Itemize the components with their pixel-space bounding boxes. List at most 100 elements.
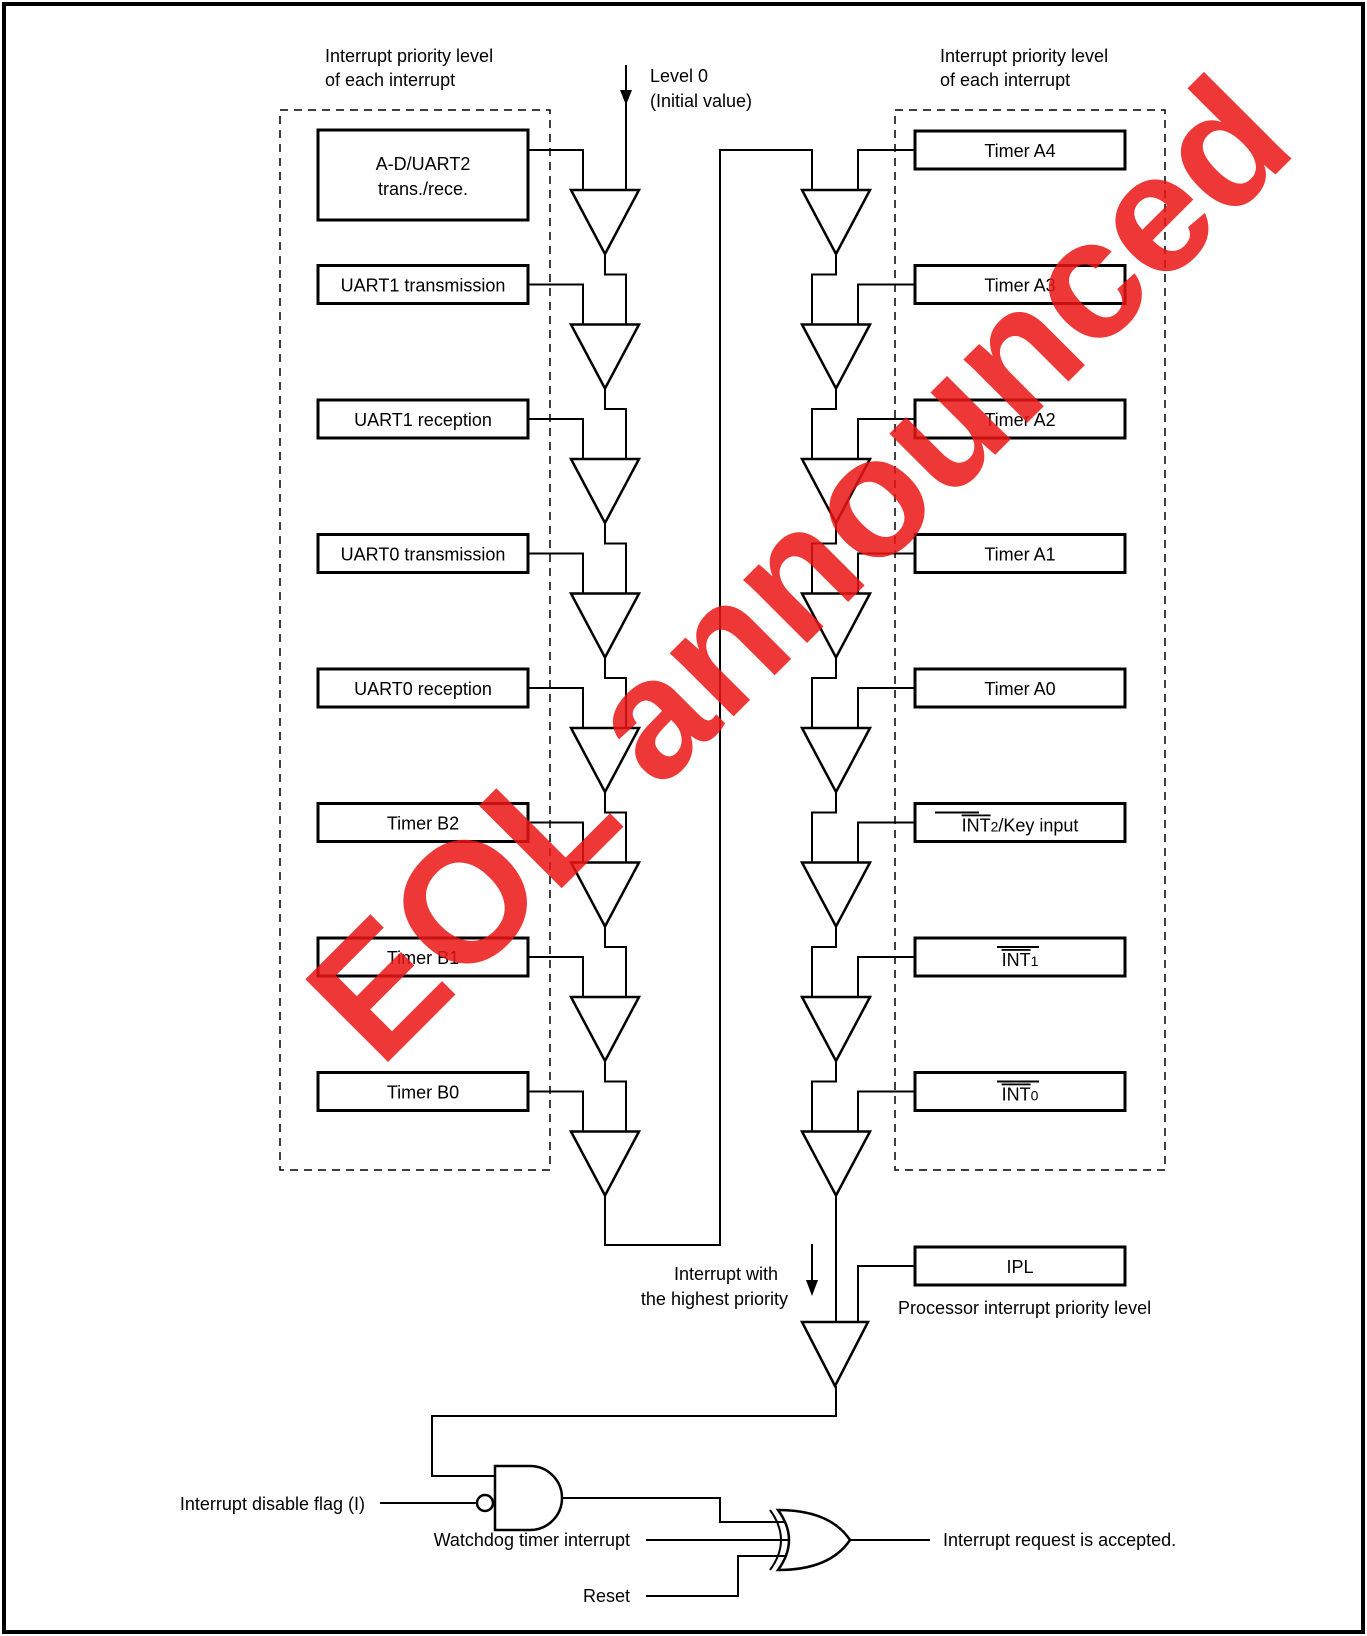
left-source-box xyxy=(316,398,530,440)
int-sub-label: 1 xyxy=(1031,953,1039,969)
right-input-wire xyxy=(857,149,915,190)
right-comparator xyxy=(799,861,873,930)
left-comparator xyxy=(568,861,642,930)
ipl-caption: Processor interrupt priority level xyxy=(898,1298,1151,1318)
right-input-wire xyxy=(857,1090,915,1132)
right-source-box xyxy=(913,533,1127,574)
level0-arrow-icon xyxy=(620,90,632,105)
reset-label: Reset xyxy=(583,1586,630,1606)
right-input-wire xyxy=(857,956,915,997)
left-source-label-line2: trans./rece. xyxy=(378,179,468,199)
inverter-bubble-icon xyxy=(475,1493,495,1513)
and-input-wire xyxy=(431,1386,837,1477)
right-chain: Timer A4 Timer A3 Timer A2 Timer A1 Timer A0… xyxy=(799,129,1127,1199)
int-sub-label: 2 xyxy=(991,819,999,835)
right-source-label: Timer A1 xyxy=(984,545,1055,565)
and-output-wire xyxy=(562,1497,785,1523)
right-comparator xyxy=(799,1130,873,1199)
int-sub-label: 0 xyxy=(1031,1088,1039,1104)
left-source-label: UART1 reception xyxy=(354,410,492,430)
left-chain-wire xyxy=(604,926,627,997)
left-input-wire xyxy=(528,821,584,863)
left-input-wire xyxy=(528,687,584,728)
left-input-wire xyxy=(528,149,584,190)
left-chain-wire xyxy=(604,254,627,325)
left-comparator xyxy=(568,995,642,1064)
right-source-box xyxy=(913,667,1127,709)
right-input-wire xyxy=(857,821,915,863)
right-chain-wire xyxy=(811,254,837,325)
right-chain-wire xyxy=(811,657,837,728)
int-main-label: INT xyxy=(1002,950,1031,970)
left-comparator xyxy=(568,323,642,392)
left-source-label: UART1 transmission xyxy=(341,276,506,296)
left-source-box xyxy=(316,667,530,709)
right-source-box xyxy=(913,802,1127,843)
left-source-label: Timer B1 xyxy=(387,948,459,968)
left-input-wire xyxy=(528,552,584,594)
right-comparator xyxy=(799,323,873,392)
highest-arrow-icon xyxy=(806,1280,818,1296)
right-source-label: Timer A4 xyxy=(984,141,1055,161)
right-chain-wire xyxy=(811,1061,837,1132)
left-input-wire xyxy=(528,1090,584,1132)
right-caption-line2: of each interrupt xyxy=(940,70,1070,90)
right-comparator xyxy=(799,995,873,1064)
left-comparator xyxy=(568,726,642,795)
final-comparator xyxy=(799,1320,871,1389)
right-chain-wire xyxy=(811,388,837,459)
right-chain-wire xyxy=(811,926,837,997)
right-source-label: INT1 xyxy=(1002,950,1039,970)
level0-line2: (Initial value) xyxy=(650,91,752,111)
left-source-label: Timer B2 xyxy=(387,814,459,834)
right-input-wire xyxy=(857,418,915,459)
left-chain: A-D/UART2 trans./rece. UART1 transmissionU… xyxy=(316,128,642,1199)
left-source-box xyxy=(316,936,530,978)
right-chain-wire xyxy=(811,792,837,863)
right-comparator xyxy=(799,457,873,526)
reset-wire xyxy=(646,1555,787,1597)
disable-flag-label: Interrupt disable flag (I) xyxy=(180,1494,365,1514)
chain-link-wire xyxy=(604,149,813,1246)
right-group-box xyxy=(894,109,1166,1171)
left-source-box xyxy=(316,128,530,222)
watchdog-label: Watchdog timer interrupt xyxy=(434,1530,630,1550)
left-caption-line1: Interrupt priority level xyxy=(325,46,493,66)
left-source-label: UART0 transmission xyxy=(341,545,506,565)
right-source-label: INT2/Key input xyxy=(962,816,1079,836)
left-source-box xyxy=(316,802,530,843)
right-caption-line1: Interrupt priority level xyxy=(940,46,1108,66)
left-comparator xyxy=(568,188,642,257)
left-source-box xyxy=(316,264,530,305)
left-chain-wire xyxy=(604,792,627,863)
ipl-wire xyxy=(857,1265,915,1322)
left-chain-wire xyxy=(604,657,627,728)
left-input-wire xyxy=(528,956,584,997)
left-comparator xyxy=(568,592,642,661)
left-comparator xyxy=(568,457,642,526)
level0-line1: Level 0 xyxy=(650,66,708,86)
left-source-label: UART0 reception xyxy=(354,679,492,699)
left-source-label: Timer B0 xyxy=(387,1083,459,1103)
highest-line2: the highest priority xyxy=(641,1289,788,1309)
left-chain-wire xyxy=(604,388,627,459)
right-comparator xyxy=(799,592,873,661)
right-comparator xyxy=(799,188,873,257)
right-chain-wire xyxy=(811,523,837,594)
and-gate xyxy=(493,1464,564,1532)
right-source-label: Timer A3 xyxy=(984,276,1055,296)
left-comparator xyxy=(568,1130,642,1199)
left-group-box xyxy=(279,109,551,1171)
right-input-wire xyxy=(857,552,915,594)
right-source-label: Timer A2 xyxy=(984,410,1055,430)
ipl-label: IPL xyxy=(1006,1257,1033,1277)
right-source-label: Timer A0 xyxy=(984,679,1055,699)
left-chain-wire xyxy=(604,523,627,594)
left-source-label-line1: A-D/UART2 xyxy=(376,154,471,174)
left-input-wire xyxy=(528,283,584,325)
right-source-label: INT0 xyxy=(1002,1085,1039,1105)
right-input-wire xyxy=(857,283,915,325)
accepted-label: Interrupt request is accepted. xyxy=(943,1530,1176,1550)
